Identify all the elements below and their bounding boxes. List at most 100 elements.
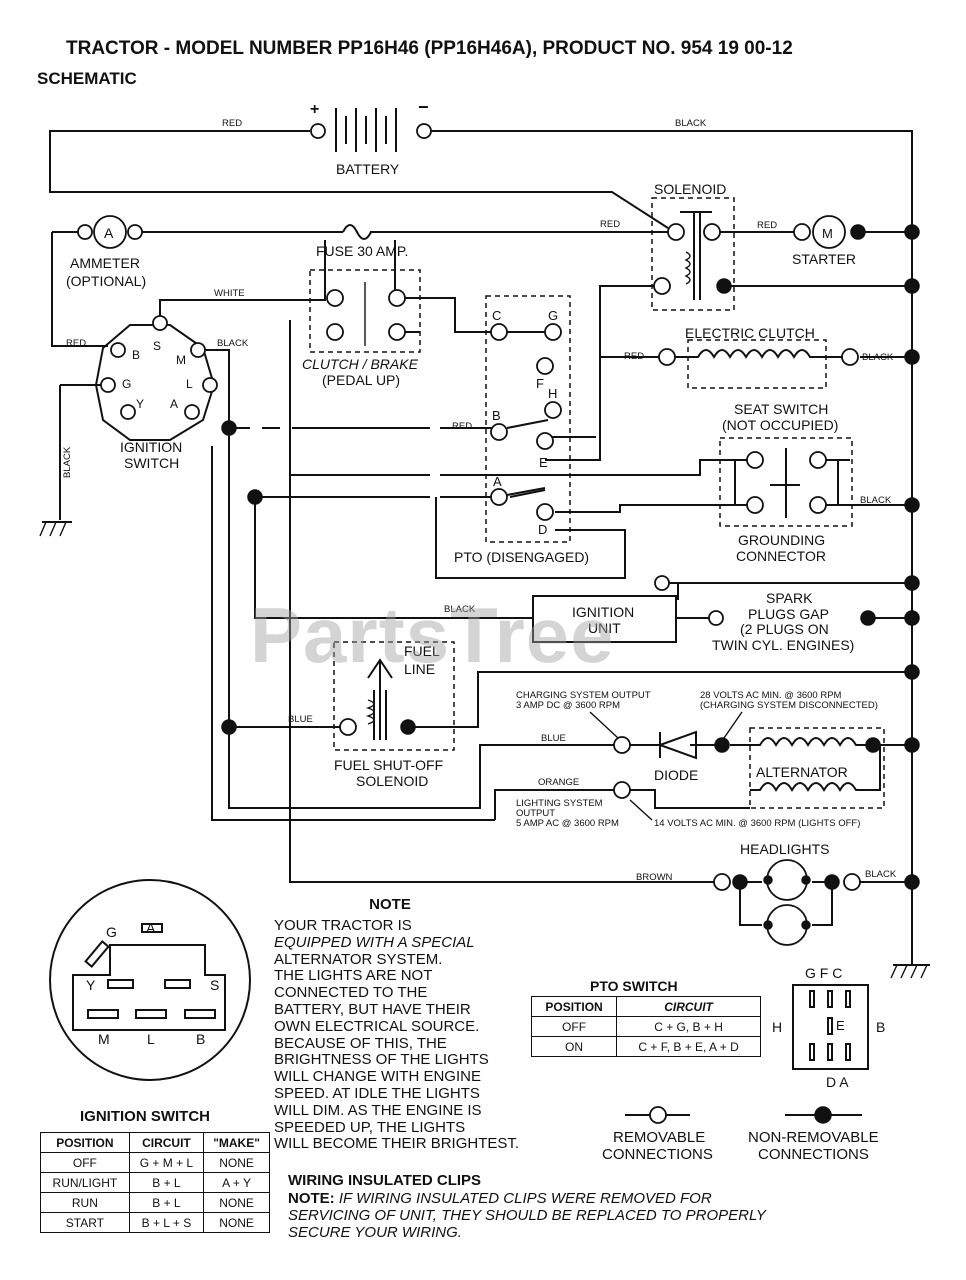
ignition-switch: B S M G L Y A IGNITION SWITCH: [94, 315, 218, 471]
wire-label-orange: ORANGE: [538, 777, 579, 788]
table-cell: OFF: [530, 1016, 618, 1037]
starter: M STARTER: [792, 215, 866, 267]
grounding-connector-label: GROUNDING: [738, 532, 825, 548]
clips-title: WIRING INSULATED CLIPS: [288, 1172, 482, 1189]
wire-label-brown: BROWN: [636, 872, 673, 883]
lighting-output-label-2: OUTPUT: [516, 808, 555, 819]
pto-face-h: H: [772, 1019, 782, 1035]
pto-terminal-b: B: [492, 408, 501, 423]
wire-label-red: RED: [66, 338, 86, 349]
ignition-switch-label-2: SWITCH: [124, 455, 179, 471]
wire-label-black: BLACK: [217, 338, 249, 349]
pto-switch-face: G F C H B E D A: [772, 965, 885, 1090]
clips-note-label: NOTE:: [288, 1190, 335, 1207]
ammeter-symbol: A: [104, 225, 114, 241]
battery: + − BATTERY: [310, 97, 432, 177]
wire-labels: RED BLACK RED RED WHITE RED BLACK RED BL…: [62, 118, 897, 883]
ign-terminal-b: B: [132, 348, 140, 362]
starter-label: STARTER: [792, 251, 856, 267]
note-line: SPEED. AT IDLE THE LIGHTS: [274, 1084, 480, 1102]
pto-terminal-e: E: [539, 455, 548, 470]
table-header: CIRCUIT: [616, 996, 761, 1017]
note-line: EQUIPPED WITH A SPECIAL: [274, 933, 475, 951]
diode-label: DIODE: [654, 767, 698, 783]
table-cell: B + L + S: [128, 1212, 205, 1233]
watermark: PartsTree: [250, 591, 615, 679]
fuse-label: FUSE 30 AMP.: [316, 243, 408, 259]
spark-plugs-label-3: (2 PLUGS ON: [740, 621, 829, 637]
pto-disengaged-label: PTO (DISENGAGED): [454, 549, 589, 565]
ignition-unit-label-2: UNIT: [588, 620, 621, 636]
pto-terminal-a: A: [493, 474, 502, 489]
grounding-connector-label-2: CONNECTOR: [736, 548, 826, 564]
pto-face-b: B: [876, 1019, 885, 1035]
ignition-unit: IGNITION UNIT SPARK PLUGS GAP (2 PLUGS O…: [532, 590, 876, 653]
table-cell: NONE: [203, 1152, 270, 1173]
note-line: CONNECTED TO THE: [274, 984, 428, 1002]
pto-terminal-h: H: [548, 386, 557, 401]
wire-label-blue: BLUE: [541, 733, 566, 744]
table-cell: B + L: [128, 1172, 205, 1193]
charging-output-label: CHARGING SYSTEM OUTPUT: [516, 690, 651, 701]
note-line: WILL CHANGE WITH ENGINE: [274, 1068, 481, 1086]
wire-label-black: BLACK: [862, 352, 894, 363]
starter-symbol: M: [822, 226, 833, 241]
legend-removable-2: CONNECTIONS: [602, 1146, 713, 1163]
pto-terminal-d: D: [538, 522, 547, 537]
wire-label-black: BLACK: [62, 446, 73, 478]
table-header: POSITION: [40, 1132, 130, 1153]
ign-face-y: Y: [86, 977, 96, 993]
battery-minus-sign: −: [418, 97, 429, 117]
spark-plugs-label-4: TWIN CYL. ENGINES): [712, 637, 854, 653]
battery-label: BATTERY: [336, 161, 400, 177]
ign-terminal-l: L: [186, 377, 193, 391]
ign-face-l: L: [147, 1031, 155, 1047]
lighting-output-label-3: 5 AMP AC @ 3600 RPM: [516, 818, 619, 829]
ac28-label: 28 VOLTS AC MIN. @ 3600 RPM: [700, 690, 842, 701]
ammeter-label: AMMETER: [70, 255, 140, 271]
note-line: YOUR TRACTOR IS: [274, 917, 412, 934]
clutch-brake-switch: CLUTCH / BRAKE (PEDAL UP): [302, 269, 421, 388]
junction-dots: [221, 224, 920, 890]
seat-switch-label: SEAT SWITCH: [734, 401, 828, 417]
fuel-solenoid-label: FUEL SHUT-OFF: [334, 757, 443, 773]
ignition-switch-face: G A Y S M L B: [49, 879, 251, 1081]
ammeter: A AMMETER (OPTIONAL): [66, 215, 146, 289]
pto-table-title: PTO SWITCH: [590, 978, 678, 994]
note-line: OWN ELECTRICAL SOURCE.: [274, 1017, 480, 1035]
ign-face-b: B: [196, 1031, 205, 1047]
ign-terminal-a: A: [170, 397, 178, 411]
ignition-switch-label: IGNITION: [120, 439, 182, 455]
pto-terminal-g: G: [548, 308, 558, 323]
table-cell: RUN: [40, 1192, 130, 1213]
ign-face-m: M: [98, 1031, 110, 1047]
page-title: TRACTOR - MODEL NUMBER PP16H46 (PP16H46A…: [66, 38, 793, 59]
table-cell: C + G, B + H: [616, 1016, 761, 1037]
ac14-label: 14 VOLTS AC MIN. @ 3600 RPM (LIGHTS OFF): [654, 818, 860, 829]
ign-face-a: A: [146, 920, 156, 936]
note-line: THE LIGHTS ARE NOT: [274, 967, 433, 985]
ignition-table-title: IGNITION SWITCH: [80, 1108, 210, 1125]
seat-switch: SEAT SWITCH (NOT OCCUPIED) GROUNDING CON…: [719, 401, 853, 564]
table-cell: A + Y: [203, 1172, 270, 1193]
charging-output-label-2: 3 AMP DC @ 3600 RPM: [516, 700, 620, 711]
electric-clutch: ELECTRIC CLUTCH: [658, 325, 859, 389]
wire-label-white: WHITE: [214, 288, 245, 299]
lighting-output-label: LIGHTING SYSTEM: [516, 798, 603, 809]
wire-label-black: BLACK: [865, 869, 897, 880]
fuel-shutoff-solenoid: FUEL LINE FUEL SHUT-OFF SOLENOID: [333, 641, 455, 789]
legend-nonremovable-2: CONNECTIONS: [758, 1146, 869, 1163]
table-header: CIRCUIT: [128, 1132, 205, 1153]
note-line: BECAUSE OF THIS, THE: [274, 1034, 447, 1052]
alternator-section: CHARGING SYSTEM OUTPUT 3 AMP DC @ 3600 R…: [516, 690, 885, 829]
ac28-label-2: (CHARGING SYSTEM DISCONNECTED): [700, 700, 878, 711]
pto-terminal-f: F: [536, 376, 544, 391]
legend: REMOVABLE CONNECTIONS NON-REMOVABLE CONN…: [602, 1106, 879, 1163]
table-row: RUN B + L NONE: [40, 1192, 270, 1213]
table-cell: G + M + L: [128, 1152, 205, 1173]
wire-label-black: BLACK: [860, 495, 892, 506]
ign-terminal-m: M: [176, 353, 186, 367]
spark-plugs-label: SPARK: [766, 590, 813, 606]
fuse: FUSE 30 AMP.: [316, 224, 408, 259]
